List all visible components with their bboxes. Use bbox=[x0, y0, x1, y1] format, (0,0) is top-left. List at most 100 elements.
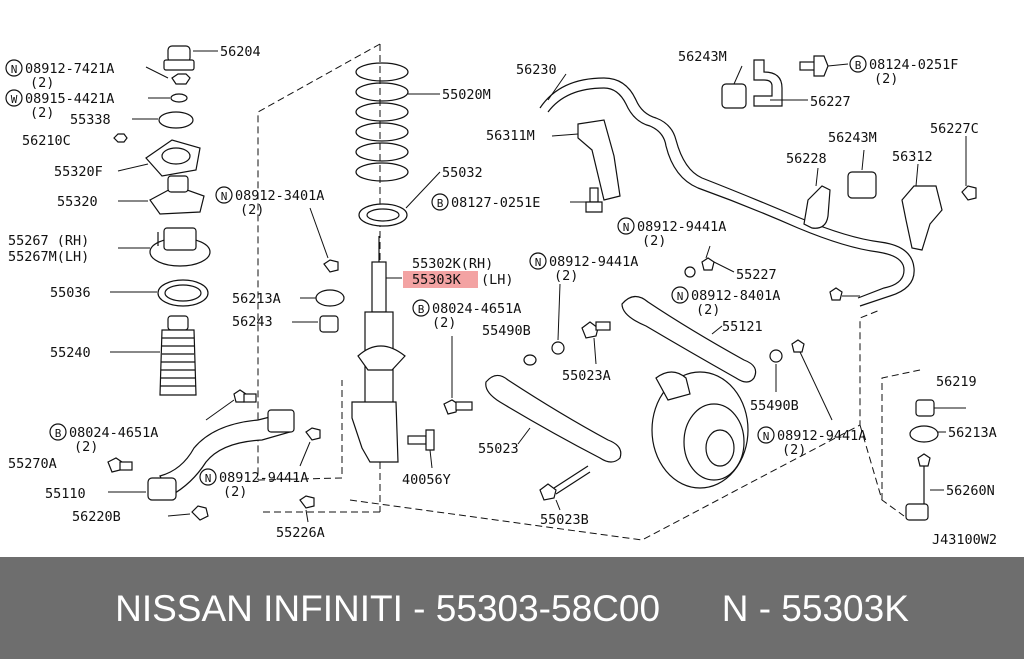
label-55036: 55036 bbox=[50, 285, 91, 301]
marker-n-3401 bbox=[215, 186, 233, 204]
marker-n-7421 bbox=[5, 59, 23, 77]
label-56311M: 56311M bbox=[486, 128, 535, 144]
label-08024-4651A-link: 08024-4651A bbox=[69, 425, 158, 441]
plate-55320F bbox=[117, 139, 201, 177]
label-55320F: 55320F bbox=[54, 164, 103, 180]
label-56227C: 56227C bbox=[930, 121, 979, 137]
label-56312: 56312 bbox=[892, 149, 933, 165]
marker-b-0251e bbox=[431, 193, 449, 211]
marker-n-9441a-text: N bbox=[205, 472, 212, 485]
marker-w-4421-text: W bbox=[11, 93, 18, 106]
marker-b-0251f bbox=[849, 55, 867, 73]
insulator-55267 bbox=[118, 227, 211, 267]
label-56213A-right: 56213A bbox=[948, 425, 997, 441]
spring-seat-55032 bbox=[358, 171, 441, 227]
diagram-code: J43100W2 bbox=[932, 532, 997, 548]
link-55110 bbox=[108, 409, 295, 501]
label-56230: 56230 bbox=[516, 62, 557, 78]
marker-b-4651a bbox=[412, 299, 430, 317]
label-55303K: 55303K bbox=[412, 272, 462, 288]
label-56243: 56243 bbox=[232, 314, 273, 330]
arm-55121 bbox=[621, 295, 757, 383]
label-08912-7421A: 08912-7421A bbox=[25, 61, 114, 77]
label-56243M-top: 56243M bbox=[678, 49, 727, 65]
label-55110: 55110 bbox=[45, 486, 86, 502]
label-08912-3401A: 08912-3401A bbox=[235, 188, 324, 204]
target-part-highlight bbox=[403, 271, 478, 288]
marker-b-4651b bbox=[49, 423, 67, 441]
label-qty-4421: (2) bbox=[30, 105, 54, 121]
label-55338: 55338 bbox=[70, 112, 111, 128]
label-08915-4421A: 08915-4421A bbox=[25, 91, 114, 107]
bolt-08024-4651A-strut bbox=[443, 336, 473, 415]
bolt-55270A bbox=[107, 457, 133, 473]
arm-55023 bbox=[485, 374, 622, 463]
marker-n-9441c-text: N bbox=[535, 256, 542, 269]
bracket-56312 bbox=[901, 163, 943, 251]
marker-n-8401 bbox=[671, 286, 689, 304]
label-qty-0251f: (2) bbox=[874, 71, 898, 87]
bump-ring-55036 bbox=[110, 279, 209, 307]
marker-n-7421-text: N bbox=[11, 63, 18, 76]
label-55121: 55121 bbox=[722, 319, 763, 335]
label-qty-9441c: (2) bbox=[554, 268, 578, 284]
marker-n-9441b bbox=[617, 217, 635, 235]
seal-55338 bbox=[132, 111, 194, 129]
label-qty-9441b: (2) bbox=[642, 233, 666, 249]
label-08024-4651A-strut: 08024-4651A bbox=[432, 301, 521, 317]
bolt-56260N bbox=[905, 453, 944, 521]
label-qty-7421: (2) bbox=[30, 75, 54, 91]
mount-55320 bbox=[118, 175, 205, 215]
nut-56227C bbox=[961, 136, 977, 201]
label-56228: 56228 bbox=[786, 151, 827, 167]
marker-n-9441b-text: N bbox=[623, 221, 630, 234]
label-55032: 55032 bbox=[442, 165, 483, 181]
label-qty-9441d: (2) bbox=[782, 442, 806, 458]
bushing-56243M-right bbox=[847, 149, 877, 199]
marker-b-0251f-text: B bbox=[855, 59, 862, 72]
label-55302K: 55302K(RH) bbox=[412, 256, 493, 272]
label-56260N: 56260N bbox=[946, 483, 995, 499]
bolt-08127-0251E bbox=[570, 187, 603, 213]
label-qty-9441a: (2) bbox=[223, 484, 247, 500]
label-55320: 55320 bbox=[57, 194, 98, 210]
nut-55226A bbox=[299, 495, 315, 523]
label-55023A: 55023A bbox=[562, 368, 611, 384]
marker-b-4651a-text: B bbox=[418, 303, 425, 316]
label-08912-9441A-right: 08912-9441A bbox=[777, 428, 866, 444]
label-qty-8401: (2) bbox=[696, 302, 720, 318]
label-55023: 55023 bbox=[478, 441, 519, 457]
label-40056Y: 40056Y bbox=[402, 472, 451, 488]
diagram-canvas: N W N B N B B N B N N N 56204 08912-7421… bbox=[5, 43, 997, 548]
boot-55240 bbox=[110, 315, 197, 396]
stabilizer-56230 bbox=[539, 73, 915, 307]
label-55226A: 55226A bbox=[276, 525, 325, 541]
label-55267: 55267 (RH) bbox=[8, 233, 89, 249]
label-55020M: 55020M bbox=[442, 87, 491, 103]
label-qty-4651b: (2) bbox=[74, 439, 98, 455]
mount-cap-56204 bbox=[163, 45, 218, 71]
label-qty-4651a: (2) bbox=[432, 315, 456, 331]
nut-08912-3401A bbox=[309, 207, 339, 273]
nut-08912-9441A-left bbox=[299, 427, 321, 467]
footer-part-numbers: NISSAN INFINITI - 55303-58C00 N - 55303K bbox=[115, 588, 909, 629]
label-55490B-right: 55490B bbox=[750, 398, 799, 414]
washers-small bbox=[523, 245, 860, 421]
clamp-56227 bbox=[753, 59, 808, 107]
label-08912-9441A-left: 08912-9441A bbox=[219, 470, 308, 486]
washer-08915-4421A bbox=[148, 93, 188, 103]
label-56213A-left: 56213A bbox=[232, 291, 281, 307]
bushing-56213A-right bbox=[909, 425, 946, 443]
nut-56210C bbox=[113, 133, 128, 143]
bolt-40056Y bbox=[407, 429, 435, 469]
label-56220B: 56220B bbox=[72, 509, 121, 525]
hub-knuckle bbox=[651, 371, 749, 489]
strut-55303K bbox=[351, 236, 406, 463]
bolt-08124-0251F bbox=[799, 55, 849, 77]
bolt-55023A bbox=[581, 321, 611, 365]
label-56219: 56219 bbox=[936, 374, 977, 390]
label-55303K-side: (LH) bbox=[481, 272, 514, 288]
label-qty-3401: (2) bbox=[240, 202, 264, 218]
marker-n-8401-text: N bbox=[677, 290, 684, 303]
